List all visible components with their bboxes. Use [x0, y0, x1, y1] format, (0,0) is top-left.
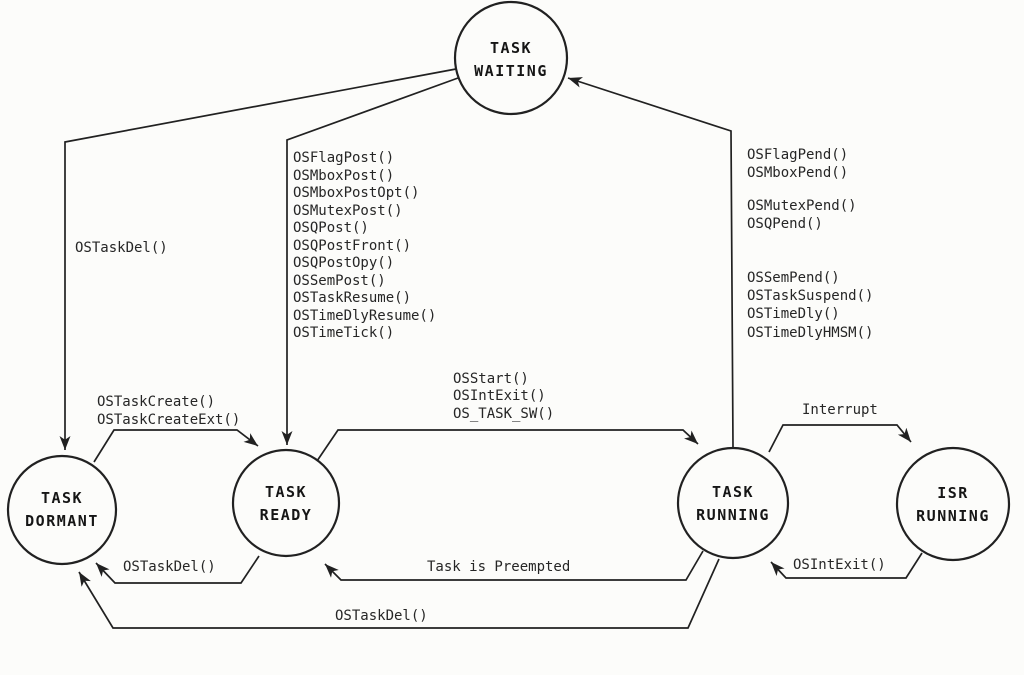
arrow-running-to-waiting [567, 77, 734, 448]
switch-fn: OS_TASK_SW() [453, 406, 554, 422]
arrow-ready-to-dormant [95, 555, 260, 584]
state-label: WAITING [474, 62, 548, 80]
label-running-to-isr: Interrupt [802, 402, 878, 418]
state-label: RUNNING [696, 506, 770, 524]
arrow-ready-to-running [316, 429, 699, 462]
create-fn: OSTaskCreateExt() [97, 412, 240, 428]
state-task-running: TASK RUNNING [676, 446, 790, 560]
state-label: TASK [41, 489, 83, 507]
state-label: ISR [937, 484, 969, 502]
state-label: TASK [490, 39, 532, 57]
state-label: DORMANT [25, 512, 99, 530]
state-label: RUNNING [916, 507, 990, 525]
post-fn: OSTimeDlyResume() [293, 308, 436, 324]
state-task-waiting: TASK WAITING [453, 0, 569, 116]
state-task-dormant: TASK DORMANT [6, 454, 118, 566]
pend-function-list: OSFlagPend() OSMboxPend() OSMutexPend() … [747, 147, 873, 341]
arrow-waiting-to-ready [281, 77, 459, 445]
arrow-running-to-dormant [78, 558, 720, 629]
label-running-to-dormant: OSTaskDel() [335, 608, 428, 624]
pend-fn: OSQPend() [747, 216, 823, 232]
arrow-waiting-to-dormant [59, 68, 457, 450]
post-fn: OSQPostOpy() [293, 255, 394, 271]
post-fn: OSTimeTick() [293, 325, 394, 341]
post-fn: OSMboxPostOpt() [293, 185, 419, 201]
pend-fn: OSTimeDlyHMSM() [747, 325, 873, 341]
label-ready-to-dormant: OSTaskDel() [123, 559, 216, 575]
arrow-dormant-to-ready [93, 429, 259, 463]
state-label: TASK [265, 483, 307, 501]
pend-fn: OSTaskSuspend() [747, 288, 873, 304]
state-circle [895, 446, 1011, 562]
state-label: TASK [712, 483, 754, 501]
post-function-list: OSFlagPost() OSMboxPost() OSMboxPostOpt(… [293, 150, 436, 341]
state-isr-running: ISR RUNNING [895, 446, 1011, 562]
post-fn: OSQPostFront() [293, 238, 411, 254]
post-fn: OSMutexPost() [293, 203, 403, 219]
state-circle [453, 0, 569, 116]
label-isr-to-running: OSIntExit() [793, 557, 886, 573]
state-label: READY [260, 506, 313, 524]
post-fn: OSMboxPost() [293, 168, 394, 184]
label-waiting-to-dormant: OSTaskDel() [75, 240, 168, 256]
state-circle [231, 448, 341, 558]
pend-fn: OSTimeDly() [747, 306, 840, 322]
arrow-isr-to-running [770, 552, 923, 579]
switch-fn: OSIntExit() [453, 388, 546, 404]
state-task-ready: TASK READY [231, 448, 341, 558]
pend-fn: OSFlagPend() [747, 147, 848, 163]
state-circle [676, 446, 790, 560]
arrow-running-to-ready [324, 550, 704, 581]
label-dormant-to-ready: OSTaskCreate() OSTaskCreateExt() [97, 394, 240, 428]
pend-fn: OSMboxPend() [747, 165, 848, 181]
post-fn: OSQPost() [293, 220, 369, 236]
post-fn: OSSemPost() [293, 273, 386, 289]
switch-fn: OSStart() [453, 371, 529, 387]
post-fn: OSTaskResume() [293, 290, 411, 306]
create-fn: OSTaskCreate() [97, 394, 215, 410]
post-fn: OSFlagPost() [293, 150, 394, 166]
label-ready-to-running: OSStart() OSIntExit() OS_TASK_SW() [453, 371, 554, 422]
pend-fn: OSSemPend() [747, 270, 840, 286]
state-circle [6, 454, 118, 566]
arrow-running-to-isr [768, 424, 912, 453]
label-running-to-ready: Task is Preempted [427, 559, 570, 575]
pend-fn: OSMutexPend() [747, 198, 857, 214]
